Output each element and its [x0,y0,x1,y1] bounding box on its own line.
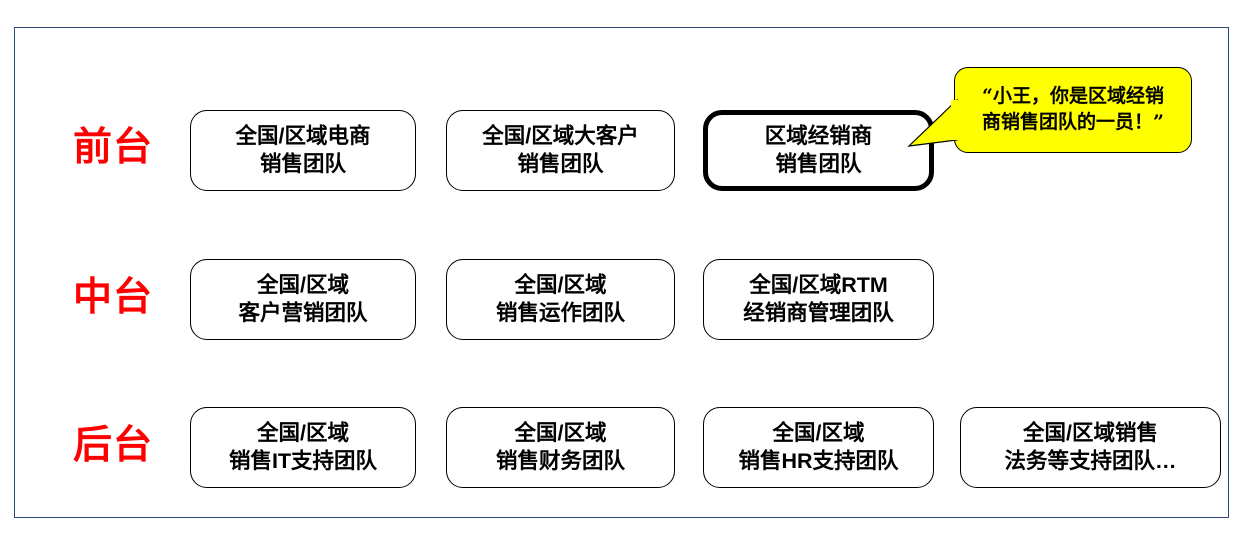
team-box-regional-distributor-sales[interactable]: 区域经销商 销售团队 [703,110,934,191]
team-box-line1: 全国/区域 [514,272,607,297]
team-box-key-account-sales[interactable]: 全国/区域大客户 销售团队 [446,110,675,191]
team-box-line1: 全国/区域 [257,420,349,445]
callout-line1: “小王，你是区域经销 [982,85,1164,108]
tier-label-middle: 中台 [72,276,153,319]
team-box-line1: 全国/区域大客户 [482,123,639,148]
team-box-customer-marketing[interactable]: 全国/区域 客户营销团队 [190,259,416,340]
team-box-line2: 销售IT支持团队 [228,448,378,473]
team-box-sales-it-support[interactable]: 全国/区域 销售IT支持团队 [190,407,416,488]
team-box-line2: 销售团队 [259,151,346,176]
team-box-line1: 全国/区域 [772,420,865,445]
team-box-line2: 销售运作团队 [495,300,625,325]
team-box-line2: 经销商管理团队 [743,300,894,325]
tier-label-front: 前台 [72,126,153,169]
callout-line2: 商销售团队的一员！” [982,111,1164,133]
team-box-line2: 销售团队 [517,151,604,176]
team-box-line1: 全国/区域 [514,420,607,445]
team-box-sales-legal-support[interactable]: 全国/区域销售 法务等支持团队… [960,407,1221,488]
team-box-line1: 全国/区域 [257,272,349,297]
team-box-rtm-distributor-management[interactable]: 全国/区域RTM 经销商管理团队 [703,259,934,340]
team-box-ecommerce-sales[interactable]: 全国/区域电商 销售团队 [190,110,416,191]
team-box-sales-hr-support[interactable]: 全国/区域 销售HR支持团队 [703,407,934,488]
team-box-line2: 法务等支持团队… [1004,448,1177,473]
team-box-line2: 客户营销团队 [238,300,368,325]
team-box-line2: 销售HR支持团队 [738,448,899,473]
team-box-line2: 销售团队 [775,151,862,176]
team-box-line1: 区域经销商 [764,123,873,148]
slide-content-frame: 前台 中台 后台 全国/区域电商 销售团队 全国/区域大客户 销售团队 区域经销… [14,27,1229,518]
team-box-line1: 全国/区域电商 [235,123,371,148]
team-box-line2: 销售财务团队 [495,448,625,473]
tier-label-back: 后台 [72,424,153,467]
team-box-line1: 全国/区域RTM [749,272,888,297]
team-box-line1: 全国/区域销售 [1023,420,1158,445]
team-box-sales-operations[interactable]: 全国/区域 销售运作团队 [446,259,675,340]
callout-speech-bubble[interactable]: “小王，你是区域经销 商销售团队的一员！” [954,67,1192,153]
team-box-sales-finance[interactable]: 全国/区域 销售财务团队 [446,407,675,488]
callout-tail-icon [907,98,961,147]
